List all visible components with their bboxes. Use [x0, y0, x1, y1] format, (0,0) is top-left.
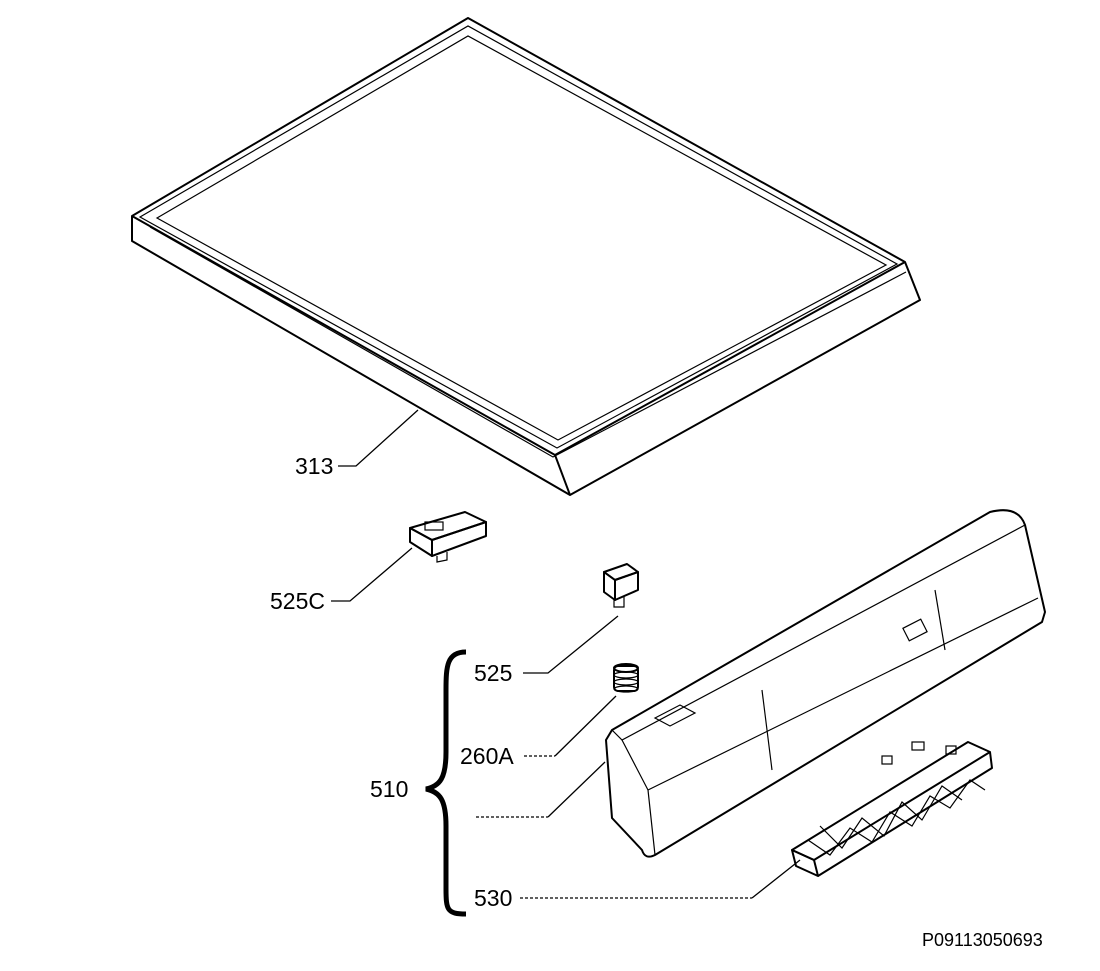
- part-510-control-panel: [605, 509, 1046, 858]
- part-525c-bracket: [409, 511, 487, 563]
- group-brace-510: [425, 649, 467, 917]
- label-260a: 260A: [460, 743, 514, 769]
- leader-510: [547, 761, 606, 818]
- part-260a-spring: [613, 663, 639, 693]
- leader-525: [523, 615, 619, 674]
- label-313: 313: [295, 453, 333, 479]
- label-530: 530: [474, 885, 512, 911]
- label-525c: 525C: [270, 588, 325, 614]
- label-525: 525: [474, 660, 512, 686]
- part-530-control-board: [791, 741, 993, 877]
- leader-lines: [331, 409, 801, 899]
- part-313-top-cover: [131, 17, 921, 496]
- leader-313: [338, 409, 419, 467]
- leader-260a: [554, 695, 617, 757]
- leader-525c: [331, 547, 413, 602]
- label-510: 510: [370, 776, 408, 802]
- part-525-clip: [603, 563, 639, 608]
- leader-530: [751, 859, 801, 899]
- reference-code: P09113050693: [922, 930, 1043, 950]
